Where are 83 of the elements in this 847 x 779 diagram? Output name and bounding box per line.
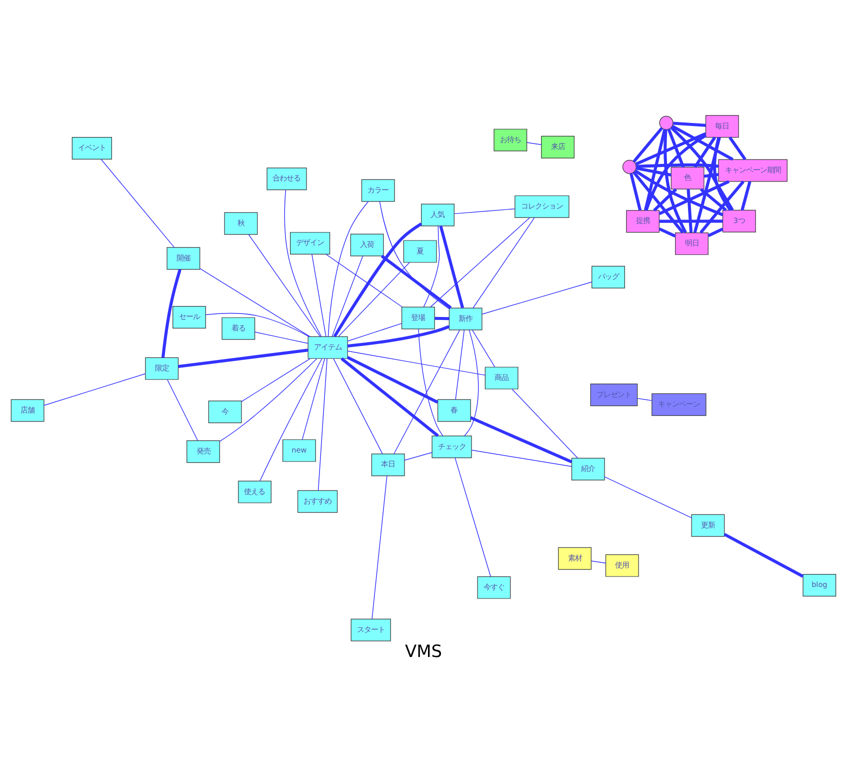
connector	[44, 372, 146, 406]
connector	[740, 180, 752, 210]
connector	[658, 180, 730, 215]
connector	[728, 136, 746, 160]
connector	[658, 227, 676, 238]
connector	[637, 398, 652, 400]
connector	[653, 188, 678, 212]
connector	[470, 416, 572, 463]
connector	[312, 253, 326, 336]
connector	[455, 329, 465, 400]
connector	[454, 208, 516, 214]
connector	[178, 348, 308, 368]
connector	[372, 475, 388, 619]
connector	[670, 126, 734, 210]
connector	[672, 124, 734, 160]
connector	[167, 378, 198, 440]
connector	[347, 324, 450, 347]
connector	[260, 358, 322, 481]
connector	[713, 136, 732, 211]
connector	[318, 358, 328, 490]
connector	[200, 268, 310, 336]
connector	[241, 358, 311, 402]
connector	[205, 312, 310, 336]
connector	[302, 358, 326, 440]
connector	[100, 158, 175, 248]
connector	[512, 388, 578, 458]
connector	[644, 134, 706, 210]
connector	[686, 188, 693, 232]
connector	[254, 331, 308, 344]
connector	[644, 128, 666, 210]
connector	[380, 254, 452, 309]
connector	[694, 136, 716, 168]
connector	[347, 322, 402, 341]
connector	[248, 234, 320, 336]
connector	[659, 219, 723, 222]
connector	[700, 188, 727, 211]
connector	[340, 356, 439, 437]
connector	[394, 329, 460, 454]
connector	[635, 132, 706, 165]
connector	[724, 532, 804, 578]
connector	[347, 350, 486, 376]
connector	[526, 142, 542, 145]
connector	[430, 216, 530, 307]
connector	[482, 281, 592, 314]
connector	[704, 172, 719, 178]
connector	[673, 121, 706, 126]
connector	[439, 225, 464, 308]
connector	[472, 329, 496, 367]
connector	[161, 268, 182, 358]
connector	[418, 328, 444, 436]
connector	[636, 162, 719, 168]
connector	[379, 200, 450, 309]
connector	[632, 126, 664, 162]
caption: VMS	[404, 641, 442, 662]
connector	[404, 452, 432, 460]
connector	[664, 128, 687, 233]
connector	[464, 329, 479, 436]
connector	[632, 170, 684, 234]
connector	[667, 128, 685, 168]
node-circle	[622, 159, 636, 174]
connector	[346, 356, 438, 404]
connector	[328, 200, 369, 336]
connector	[634, 168, 724, 216]
connector	[454, 457, 492, 576]
connector	[326, 253, 403, 307]
node-circle	[659, 115, 674, 130]
connector	[471, 449, 572, 466]
connector	[604, 476, 692, 518]
connector	[590, 560, 606, 563]
connector	[630, 172, 642, 210]
connector	[434, 316, 450, 320]
connector	[700, 180, 745, 234]
connector	[423, 225, 440, 307]
connector	[636, 166, 672, 176]
connector	[338, 262, 410, 336]
connector	[693, 136, 721, 233]
connector	[333, 358, 383, 454]
connector	[284, 189, 322, 336]
connector	[708, 227, 724, 237]
connector	[332, 255, 364, 336]
connector	[219, 358, 318, 442]
connector	[472, 216, 535, 308]
connector	[333, 222, 422, 337]
